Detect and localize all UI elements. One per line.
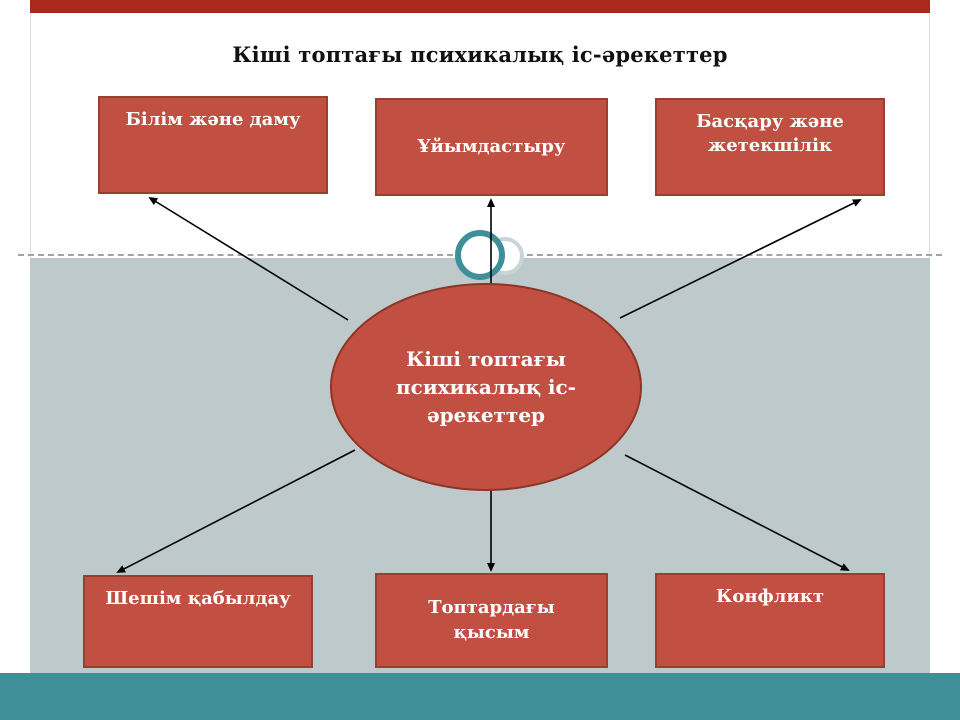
node-konflikt: Конфликт xyxy=(655,573,885,668)
center-ellipse-label: Кіші топтағы психикалық іс-әрекеттер xyxy=(396,347,576,427)
center-ellipse: Кіші топтағы психикалық іс-әрекеттер xyxy=(330,283,642,491)
slide-title: Кіші топтағы психикалық іс-әрекеттер xyxy=(232,42,728,67)
divider-circle-large-icon xyxy=(455,230,505,280)
node-label: Шешім қабылдау xyxy=(105,588,291,609)
node-label: Білім және даму xyxy=(125,109,301,130)
node-bilim-zhane-damu: Білім және даму xyxy=(98,96,328,194)
node-sheshim-qabyldau: Шешім қабылдау xyxy=(83,575,313,668)
node-label: Конфликт xyxy=(716,586,824,607)
top-accent-bar xyxy=(30,0,930,13)
node-basqaru-zhane-zhetekshilik: Басқару және жетекшілік xyxy=(655,98,885,196)
node-label: Ұйымдастыру xyxy=(417,135,566,157)
bottom-accent-bar xyxy=(0,673,960,720)
node-toptardagy-qysym: Топтардағы қысым xyxy=(375,573,608,668)
node-label: Басқару және жетекшілік xyxy=(696,111,844,157)
node-uiymdastyru: Ұйымдастыру xyxy=(375,98,608,196)
node-label: Топтардағы қысым xyxy=(428,597,555,643)
